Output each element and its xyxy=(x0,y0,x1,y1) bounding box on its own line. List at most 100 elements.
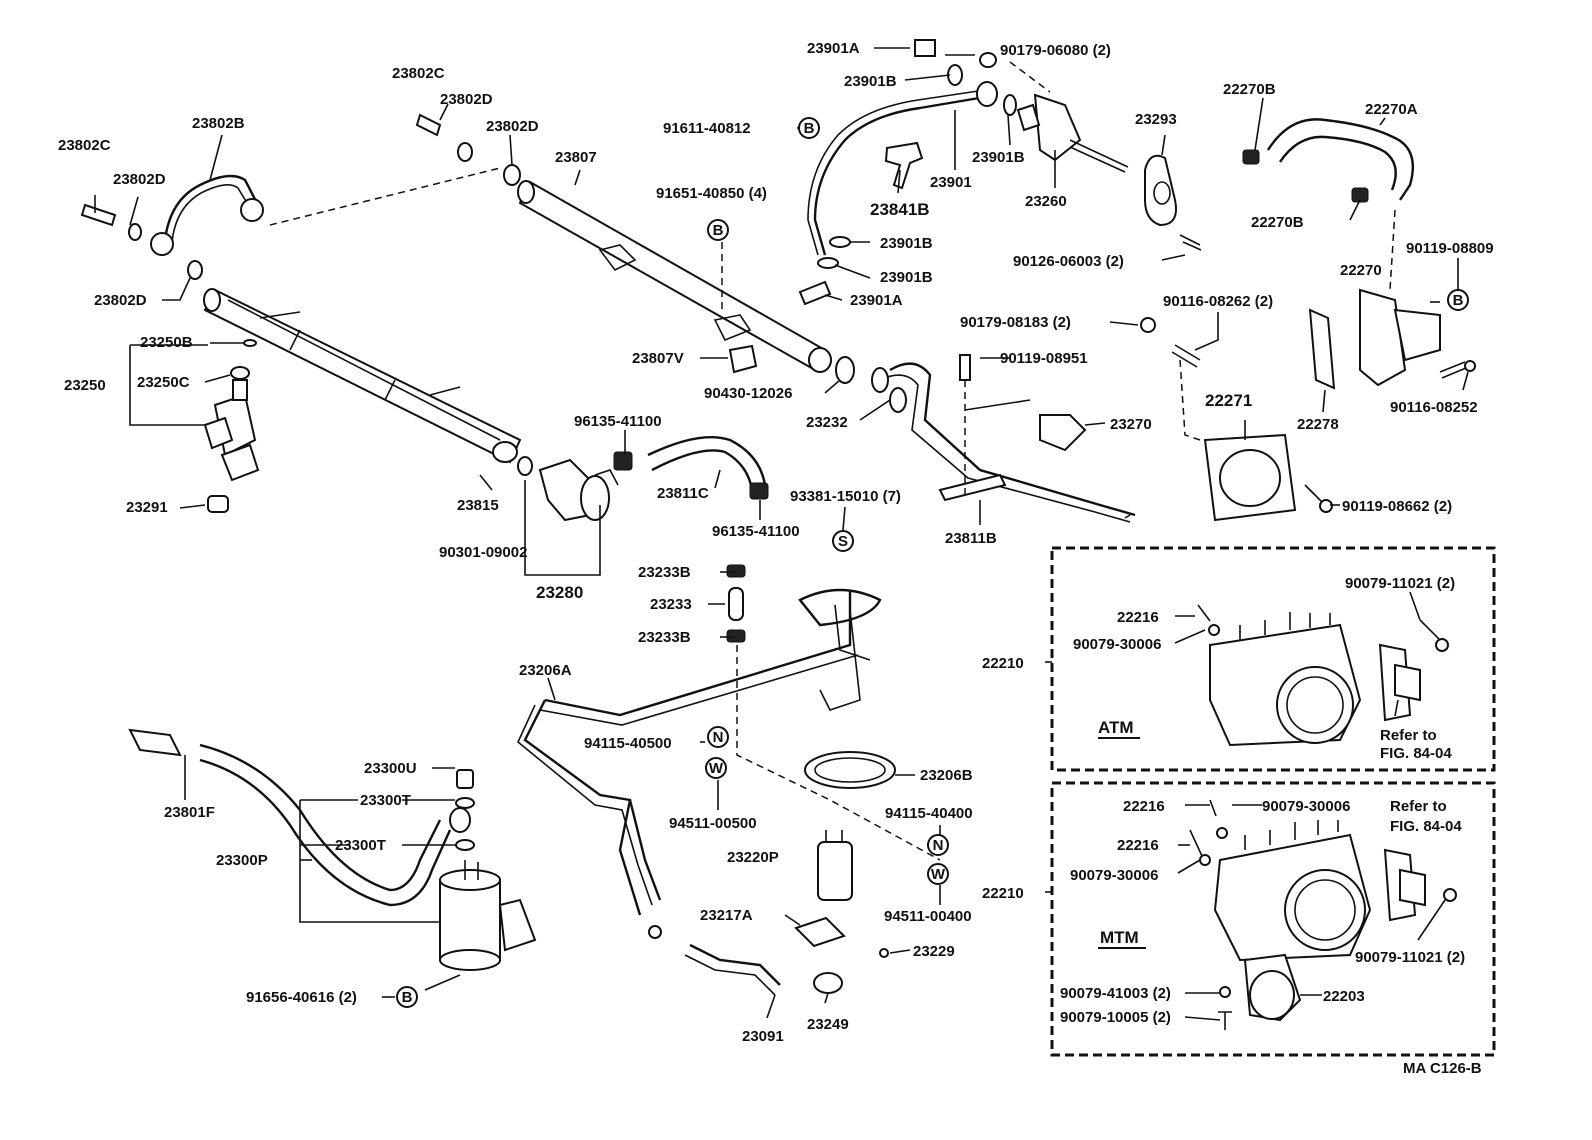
label-22210-a: 22210 xyxy=(982,655,1024,672)
label-23811C: 23811C xyxy=(657,485,709,502)
figure-code: MA C126-B xyxy=(1403,1060,1482,1077)
label-23300P: 23300P xyxy=(216,852,268,869)
label-91656-40616: 91656-40616 (2) xyxy=(246,989,357,1006)
label-23901B-d: 23901B xyxy=(880,269,933,286)
label-90079-30006-b: 90079-30006 xyxy=(1262,798,1350,815)
label-90079-11021-a: 90079-11021 (2) xyxy=(1345,575,1455,592)
grommet-23807V xyxy=(728,344,855,384)
label-23091: 23091 xyxy=(742,1028,784,1045)
label-91611-40812: 91611-40812 xyxy=(663,120,751,137)
fuel-hose-23233 xyxy=(726,564,746,643)
label-94511-00500: 94511-00500 xyxy=(669,815,757,832)
label-22271: 22271 xyxy=(1205,391,1252,410)
symbol-b-1: B xyxy=(804,120,815,137)
throttle-body-atm xyxy=(1197,604,1449,747)
label-refer-to-a: Refer to xyxy=(1380,727,1437,744)
label-22270B-a: 22270B xyxy=(1223,81,1276,98)
label-23802D-a: 23802D xyxy=(440,91,493,108)
label-96135-41100-b: 96135-41100 xyxy=(712,523,800,540)
label-22270: 22270 xyxy=(1340,262,1382,279)
label-90119-08809: 90119-08809 xyxy=(1406,240,1494,257)
label-94115-40500: 94115-40500 xyxy=(584,735,672,752)
label-23217A: 23217A xyxy=(700,907,753,924)
symbol-n-1: N xyxy=(713,729,724,746)
label-90079-11021-b: 90079-11021 (2) xyxy=(1355,949,1465,966)
label-fig-b: FIG. 84-04 xyxy=(1390,818,1462,835)
label-22216-b: 22216 xyxy=(1123,798,1165,815)
injector-23250 xyxy=(203,339,260,513)
symbol-b-4: B xyxy=(402,989,413,1006)
leader-lines xyxy=(94,47,1469,1021)
label-23802D-b: 23802D xyxy=(486,118,539,135)
label-23249: 23249 xyxy=(807,1016,849,1033)
label-94115-40400: 94115-40400 xyxy=(885,805,973,822)
label-23293: 23293 xyxy=(1135,111,1177,128)
label-23250C: 23250C xyxy=(137,374,190,391)
air-hose-22270A xyxy=(1242,118,1415,203)
label-23901B-a: 23901B xyxy=(844,73,897,90)
label-23220P: 23220P xyxy=(727,849,779,866)
symbol-w-1: W xyxy=(709,760,724,777)
label-23807V: 23807V xyxy=(632,350,684,367)
symbol-b-2: B xyxy=(713,222,724,239)
fuel-pump-23220P xyxy=(794,830,889,994)
label-23802C-b: 23802C xyxy=(58,137,111,154)
label-23250: 23250 xyxy=(64,377,106,394)
fuel-pipe-23901 xyxy=(798,39,998,306)
label-23232: 23232 xyxy=(806,414,848,431)
label-23901A-a: 23901A xyxy=(807,40,860,57)
label-23807: 23807 xyxy=(555,149,597,166)
isc-valve-22270 xyxy=(1308,288,1476,390)
label-22216-a: 22216 xyxy=(1117,609,1159,626)
label-90079-30006-c: 90079-30006 xyxy=(1070,867,1158,884)
label-90079-10005: 90079-10005 (2) xyxy=(1060,1009,1171,1026)
pulsation-damper-23260 xyxy=(1003,93,1129,173)
label-90079-41003: 90079-41003 (2) xyxy=(1060,985,1171,1002)
gasket-23293 xyxy=(1144,154,1202,251)
label-23811B: 23811B xyxy=(945,530,997,547)
label-90301-09002: 90301-09002 xyxy=(439,544,527,561)
fuel-filter-23300P xyxy=(439,769,537,971)
label-23802C-a: 23802C xyxy=(392,65,445,82)
return-hose-23811C xyxy=(613,435,769,500)
label-91651-40850: 91651-40850 (4) xyxy=(656,185,767,202)
label-23801F: 23801F xyxy=(164,804,215,821)
label-22278: 22278 xyxy=(1297,416,1339,433)
label-90119-08662: 90119-08662 (2) xyxy=(1342,498,1452,515)
label-23233: 23233 xyxy=(650,596,692,613)
label-94511-00400: 94511-00400 xyxy=(884,908,972,925)
label-refer-to-b: Refer to xyxy=(1390,798,1447,815)
delivery-pipe-23807 xyxy=(517,180,832,373)
label-23901B-b: 23901B xyxy=(972,149,1025,166)
fuel-hose-23801F xyxy=(128,728,471,907)
label-mtm: MTM xyxy=(1100,928,1139,947)
label-93381-15010: 93381-15010 (7) xyxy=(790,488,901,505)
part-labels: 23802C 23802D 23802D 23802B 23802C 23802… xyxy=(58,40,1494,1077)
label-23901B-c: 23901B xyxy=(880,235,933,252)
label-23300T-b: 23300T xyxy=(335,837,386,854)
label-23300U: 23300U xyxy=(364,760,417,777)
label-23802D-c: 23802D xyxy=(113,171,166,188)
label-90179-06080: 90179-06080 (2) xyxy=(1000,42,1111,59)
label-23260: 23260 xyxy=(1025,193,1067,210)
label-90116-08262: 90116-08262 (2) xyxy=(1163,293,1273,310)
label-22216-c: 22216 xyxy=(1117,837,1159,854)
label-23802B: 23802B xyxy=(192,115,245,132)
circled-symbols: B B B B S N W N W xyxy=(396,117,1469,1008)
delivery-pipe-23815 xyxy=(203,288,522,464)
atm-frame xyxy=(1050,546,1496,772)
label-23206A: 23206A xyxy=(519,662,572,679)
label-23233B-a: 23233B xyxy=(638,564,691,581)
label-23229: 23229 xyxy=(913,943,955,960)
fuel-hose-23091 xyxy=(648,925,781,996)
label-90119-08951: 90119-08951 xyxy=(1000,350,1088,367)
label-23270: 23270 xyxy=(1110,416,1152,433)
label-90430-12026: 90430-12026 xyxy=(704,385,792,402)
fuel-return-pipe-23811B xyxy=(871,317,1201,523)
throttle-gasket-22271 xyxy=(1203,433,1333,522)
fuel-tube-23206A xyxy=(517,588,882,916)
pressure-regulator-23280 xyxy=(517,456,619,522)
symbol-w-2: W xyxy=(931,866,946,883)
symbol-s: S xyxy=(838,533,848,550)
